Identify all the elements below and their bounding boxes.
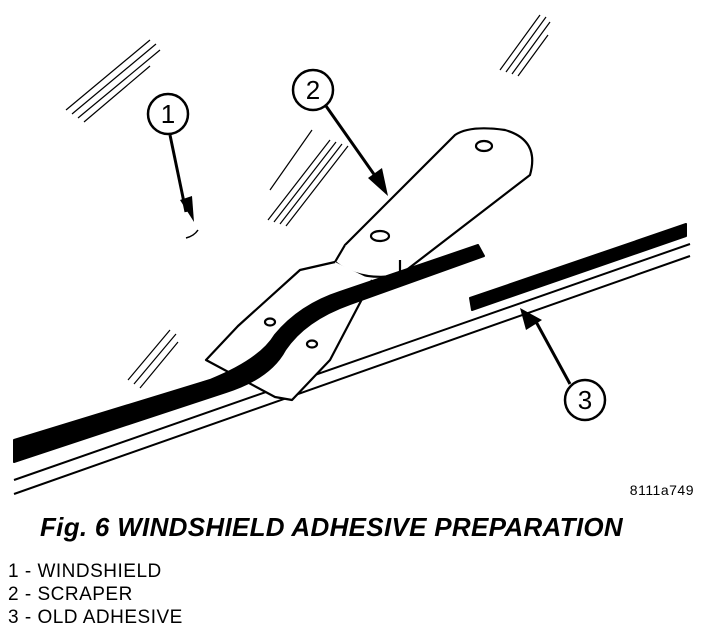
figure-caption: Fig. 6 WINDSHIELD ADHESIVE PREPARATION <box>40 512 623 542</box>
glass-reflection-marks <box>65 14 551 389</box>
old-adhesive-right <box>469 223 687 311</box>
callout-2: 2 <box>291 68 388 196</box>
legend-item-old-adhesive: 3 - OLD ADHESIVE <box>8 607 183 628</box>
callout-3: 3 <box>520 308 607 422</box>
callout-1-label: 1 <box>161 99 175 129</box>
callout-2-label: 2 <box>306 75 320 105</box>
legend: 1 - WINDSHIELD 2 - SCRAPER 3 - OLD ADHES… <box>8 560 183 629</box>
old-adhesive-left <box>13 244 485 463</box>
figure-id: 8111a749 <box>629 482 694 498</box>
legend-item-scraper: 2 - SCRAPER <box>8 584 133 605</box>
callout-3-label: 3 <box>578 385 592 415</box>
callout-1: 1 <box>146 92 199 239</box>
windshield-edge <box>13 243 691 495</box>
legend-item-windshield: 1 - WINDSHIELD <box>8 561 162 582</box>
adhesive-diagram: 1 2 3 <box>13 14 691 495</box>
